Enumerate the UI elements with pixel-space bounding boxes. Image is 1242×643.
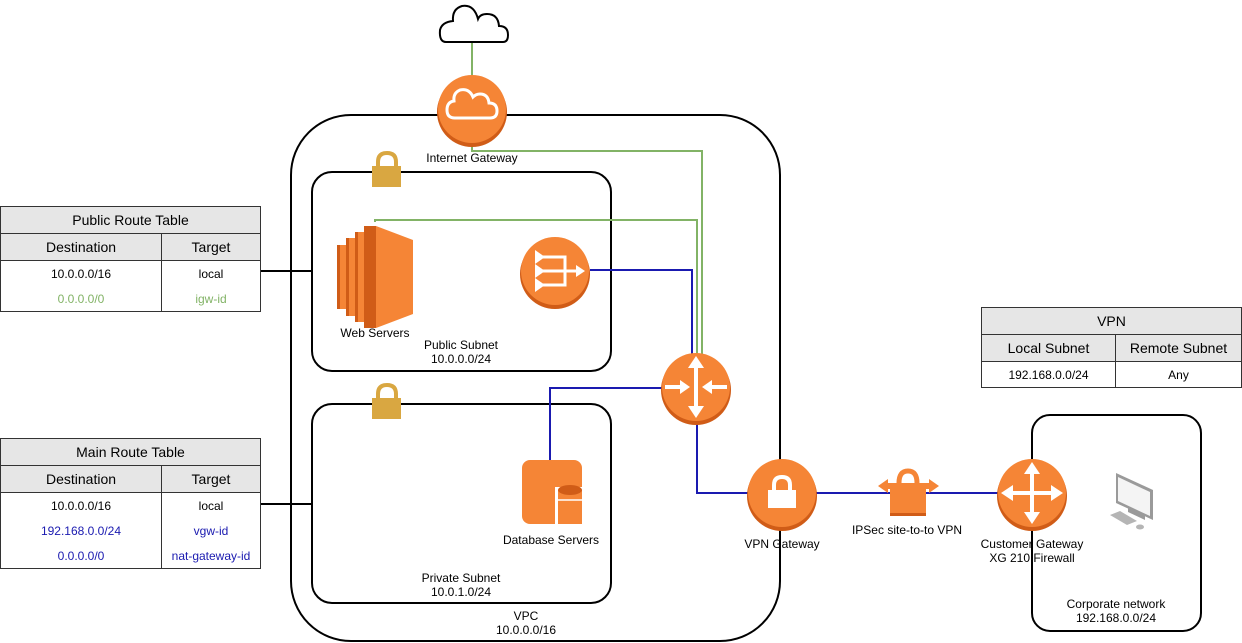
column-header-target: Target [161, 465, 261, 493]
destination-cell: 10.0.0.0/16 [0, 260, 162, 286]
nat-gateway-icon[interactable] [520, 237, 590, 309]
route-igw-to-router [471, 145, 703, 360]
target-cell: igw-id [161, 286, 261, 312]
customer-gateway-label: Customer Gateway [981, 537, 1084, 551]
table-row: 10.0.0.0/16 local [0, 260, 261, 286]
table-row: 0.0.0.0/0 igw-id [0, 286, 261, 312]
private-subnet-cidr: 10.0.1.0/24 [431, 585, 491, 599]
target-cell: local [161, 260, 261, 286]
route-nat-to-router [590, 269, 693, 360]
target-cell: local [161, 492, 261, 518]
remote-subnet-cell: Any [1115, 361, 1242, 388]
ipsec-vpn-icon[interactable] [878, 468, 939, 516]
public-subnet-lock-icon [372, 150, 401, 187]
route-router-to-vgw [696, 420, 750, 494]
private-subnet-name: Private Subnet [422, 571, 501, 585]
route-db-to-router [549, 387, 662, 462]
public-route-table: Public Route Table Destination Target 10… [0, 206, 261, 312]
vpn-table: VPN Local Subnet Remote Subnet 192.168.0… [981, 307, 1242, 388]
column-header-destination: Destination [0, 233, 162, 261]
column-header-destination: Destination [0, 465, 162, 493]
column-header-local-subnet: Local Subnet [981, 334, 1116, 362]
vpc-container[interactable] [290, 114, 781, 642]
public-subnet-cidr: 10.0.0.0/24 [431, 352, 491, 366]
web-servers-label: Web Servers [340, 326, 409, 340]
customer-gateway-icon[interactable] [997, 459, 1067, 531]
desktop-computer-icon[interactable] [1110, 473, 1153, 530]
internet-gateway-label: Internet Gateway [426, 151, 517, 165]
table-row: 192.168.0.0/24 vgw-id [0, 518, 261, 543]
public-route-table-title: Public Route Table [0, 206, 261, 234]
vpc-name: VPC [514, 609, 539, 623]
internet-gateway-icon[interactable] [437, 75, 507, 147]
column-header-remote-subnet: Remote Subnet [1115, 334, 1242, 362]
table-row: 192.168.0.0/24 Any [981, 361, 1242, 388]
vpc-router-icon[interactable] [661, 353, 731, 425]
target-cell: nat-gateway-id [161, 543, 261, 569]
corporate-network-cidr: 192.168.0.0/24 [1076, 611, 1156, 625]
table-row: 10.0.0.0/16 local [0, 492, 261, 518]
ipsec-vpn-label: IPSec site-to-to VPN [852, 523, 962, 537]
corporate-network-name: Corporate network [1067, 597, 1167, 611]
vpn-gateway-label: VPN Gateway [744, 537, 819, 551]
destination-cell: 0.0.0.0/0 [0, 286, 162, 312]
web-servers-icon[interactable] [337, 226, 413, 328]
database-servers-label: Database Servers [503, 533, 599, 547]
public-subnet-name: Public Subnet [424, 338, 499, 352]
target-cell: vgw-id [161, 518, 261, 543]
destination-cell: 192.168.0.0/24 [0, 518, 162, 543]
route-web-to-router [374, 219, 698, 360]
customer-gateway-model: XG 210 Firewall [989, 551, 1074, 565]
internet-cloud-icon[interactable] [438, 4, 510, 43]
vpn-gateway-icon[interactable] [747, 459, 817, 531]
vpn-table-title: VPN [981, 307, 1242, 335]
destination-cell: 0.0.0.0/0 [0, 543, 162, 569]
vpc-cidr: 10.0.0.0/16 [496, 623, 556, 637]
table-row: 0.0.0.0/0 nat-gateway-id [0, 543, 261, 569]
column-header-target: Target [161, 233, 261, 261]
main-route-table-title: Main Route Table [0, 438, 261, 466]
destination-cell: 10.0.0.0/16 [0, 492, 162, 518]
database-servers-icon[interactable] [522, 460, 585, 527]
main-route-table: Main Route Table Destination Target 10.0… [0, 438, 261, 569]
private-subnet-lock-icon [372, 382, 401, 419]
local-subnet-cell: 192.168.0.0/24 [981, 361, 1116, 388]
